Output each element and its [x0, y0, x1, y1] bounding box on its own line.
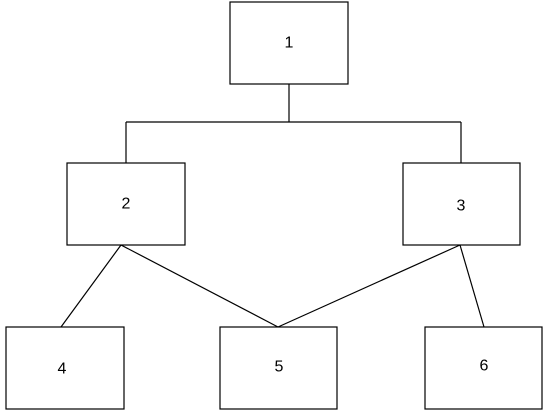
node-4-label: 4: [58, 361, 67, 378]
node-6-label: 6: [480, 358, 489, 375]
edge-3-6: [460, 245, 484, 327]
edge-3-5: [278, 245, 460, 327]
edge-2-5: [121, 245, 278, 327]
node-3: 3: [403, 163, 520, 245]
node-1: 1: [230, 2, 348, 84]
node-1-label: 1: [285, 35, 294, 52]
node-4: 4: [6, 327, 124, 409]
node-2: 2: [67, 163, 185, 245]
edge-2-4: [61, 245, 121, 327]
node-5-label: 5: [275, 359, 284, 376]
node-5: 5: [220, 327, 337, 409]
edge-1-children: [126, 84, 461, 163]
node-6: 6: [425, 327, 542, 409]
node-2-label: 2: [122, 196, 131, 213]
node-3-label: 3: [457, 198, 466, 215]
